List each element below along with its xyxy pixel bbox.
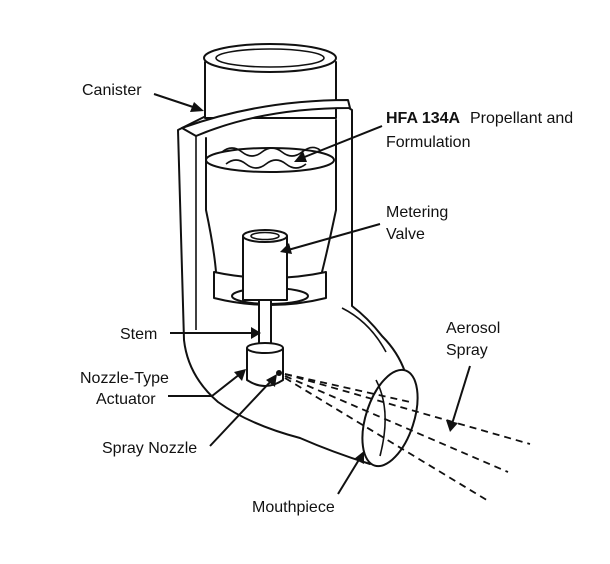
- label-spray-nozzle: Spray Nozzle: [102, 440, 197, 457]
- valve-stem: [258, 299, 272, 347]
- label-metering-line2: Valve: [386, 226, 425, 243]
- label-mouthpiece: Mouthpiece: [252, 499, 335, 516]
- spray-nozzle-orifice: [276, 370, 282, 376]
- leader-arrows: [153, 93, 471, 495]
- label-stem: Stem: [120, 326, 157, 343]
- label-propellant-line2: Formulation: [386, 134, 470, 151]
- labels: Canister HFA 134A Propellant and Formula…: [80, 82, 573, 516]
- label-propellant-line1: Propellant and: [470, 110, 573, 127]
- label-actuator-line1: Nozzle-Type: [80, 370, 169, 387]
- formulation-liquid: [221, 146, 321, 169]
- canister-body: [181, 43, 351, 273]
- label-aerosol-line1: Aerosol: [446, 320, 500, 337]
- label-hfa: HFA 134A: [386, 110, 461, 127]
- label-canister: Canister: [82, 82, 142, 99]
- label-aerosol-line2: Spray: [446, 342, 488, 359]
- metering-valve: [242, 229, 288, 301]
- nozzle-actuator: [246, 342, 284, 387]
- label-metering-line1: Metering: [386, 204, 448, 221]
- label-actuator-line2: Actuator: [96, 391, 156, 408]
- aerosol-spray-plume: [284, 373, 531, 503]
